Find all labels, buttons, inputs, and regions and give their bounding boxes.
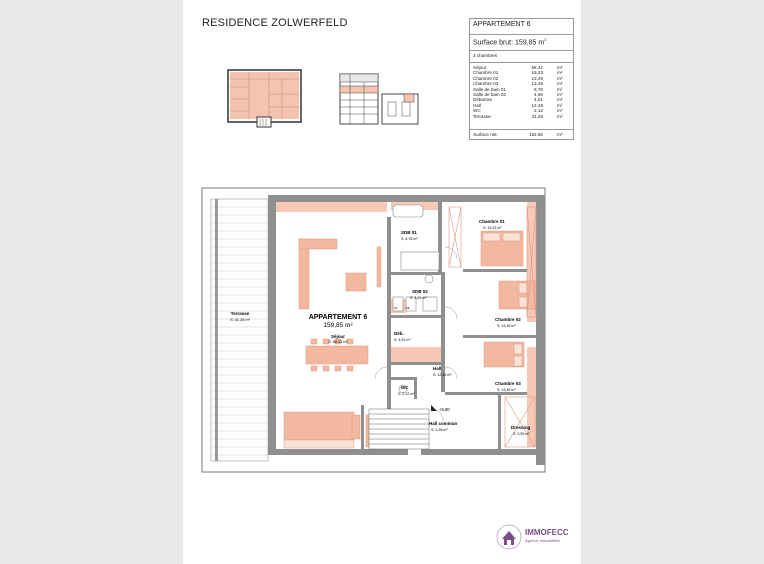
room-name: Terrasse: xyxy=(473,113,492,119)
gross-surface-sup: 2 xyxy=(544,37,547,42)
room-row: Terrasse: 41,26 m² xyxy=(473,114,570,119)
room-area: S: 4,59 m² xyxy=(410,296,427,300)
terrace-area xyxy=(210,198,269,462)
room-area: S: 19,23 m² xyxy=(483,226,502,230)
room-unit: m² xyxy=(557,70,563,76)
room-label: Déb. xyxy=(394,331,404,336)
room-area: S: 13,49 m² xyxy=(497,324,516,328)
room-area: S: 2,28 m² xyxy=(431,428,448,432)
apartment-info-box: APPARTEMENT 6 Surface brut: 159,85 m2 3 … xyxy=(469,18,574,140)
room-name: Débarras xyxy=(473,97,492,103)
room-area: S: 13,45 m² xyxy=(497,388,516,392)
agency-logo: IMMOFECC Agence Immobilière xyxy=(496,521,576,553)
room-name: Chambre 01 xyxy=(473,70,499,76)
gross-surface-value: 159,85 m xyxy=(515,39,545,47)
net-surface-label: Surface net: xyxy=(473,132,498,137)
room-label: SDB 01 xyxy=(401,230,417,235)
room-value: 19,23 xyxy=(531,70,544,76)
room-name: Chambre 02 xyxy=(473,75,499,81)
room-name: WC xyxy=(473,108,481,114)
building-section-thumbnail xyxy=(339,73,419,125)
room-surface-list: Séjour 68,41 m² Chambre 01 19,23 m² Chambre … xyxy=(470,63,573,130)
room-row: Hall 12,49 m² xyxy=(473,103,570,108)
room-name: Salle de bain 02 xyxy=(473,91,506,97)
room-value: 13,45 xyxy=(531,81,544,87)
room-row: Salle de bain 02 4,59 m² xyxy=(473,92,570,97)
room-label: WC xyxy=(401,385,409,390)
room-unit: m² xyxy=(557,91,563,97)
room-area: S: 68,41 m² xyxy=(328,340,348,344)
room-value: 4,01 xyxy=(534,97,543,103)
room-value: 2,12 xyxy=(534,108,543,114)
room-name: Salle de bain 01 xyxy=(473,86,506,92)
room-unit: m² xyxy=(557,108,563,114)
room-value: 68,41 xyxy=(531,65,544,70)
room-name: Séjour xyxy=(473,65,487,70)
room-row: Chambre 01 19,23 m² xyxy=(473,70,570,75)
level-marker: +5,80 xyxy=(439,407,450,412)
logo-graphic: IMMOFECC Agence Immobilière xyxy=(496,524,569,550)
room-area: S: 3,55 m² xyxy=(513,432,530,436)
net-surface-value: 152,56 xyxy=(528,132,543,137)
apartment-surface: 159,85 m² xyxy=(323,322,353,329)
room-unit: m² xyxy=(557,65,563,70)
room-label: Chambre 01 xyxy=(479,219,505,224)
room-area: S: 4,01 m² xyxy=(394,338,411,342)
room-name: Chambre 03 xyxy=(473,81,499,87)
room-value: 12,49 xyxy=(531,102,544,108)
room-label: Hall xyxy=(433,366,441,371)
room-row: Séjour 68,41 m² xyxy=(473,65,570,70)
agency-tagline: Agence Immobilière xyxy=(525,538,561,543)
bedroom-count: 3 chambres xyxy=(470,51,573,63)
project-title: RESIDENCE ZOLWERFELD xyxy=(202,17,348,29)
agency-name: IMMOFECC xyxy=(525,528,569,537)
room-area: S: 8,76 m² xyxy=(401,237,418,241)
room-label: Dressing xyxy=(511,425,531,430)
room-label: Chambre 03 xyxy=(495,381,521,386)
room-area: S: 12,49 m² xyxy=(433,373,452,377)
gross-surface-label: Surface brut: xyxy=(473,39,514,47)
room-value: 8,76 xyxy=(534,86,543,92)
room-unit: m² xyxy=(557,86,563,92)
room-row: Chambre 03 13,45 m² xyxy=(473,81,570,86)
room-unit: m² xyxy=(557,97,563,103)
room-area: S: 41,26 m² xyxy=(230,318,250,322)
room-name: Hall xyxy=(473,102,481,108)
room-unit: m² xyxy=(557,75,563,81)
room-row: WC 2,12 m² xyxy=(473,108,570,113)
room-unit: m² xyxy=(557,102,563,108)
room-value: 41,26 xyxy=(531,113,544,119)
net-surface-unit: m² xyxy=(557,132,563,137)
net-surface: Surface net: 152,56 m² xyxy=(470,130,573,139)
room-area: S: 2,12 m² xyxy=(398,392,415,396)
floor-plan: Terrasse S: 41,26 m² APPARTEMENT 6 159,8… xyxy=(201,187,546,473)
room-row: Chambre 02 13,49 m² xyxy=(473,76,570,81)
room-label: SDB 02 xyxy=(412,289,428,294)
room-label: Hall commun xyxy=(429,421,458,426)
room-label: Chambre 02 xyxy=(495,317,521,322)
dryer-label: ML xyxy=(406,306,410,310)
floor-location-thumbnail xyxy=(227,69,302,128)
room-unit: m² xyxy=(557,113,563,119)
room-value: 13,49 xyxy=(531,75,544,81)
room-value: 4,59 xyxy=(534,91,543,97)
apartment-label: APPARTEMENT 6 xyxy=(309,314,368,321)
room-label: Séjour xyxy=(331,334,345,339)
room-unit: m² xyxy=(557,81,563,87)
room-row: Salle de bain 01 8,76 m² xyxy=(473,87,570,92)
apartment-name: APPARTEMENT 6 xyxy=(470,19,573,35)
plan-sheet: RESIDENCE ZOLWERFELD APPARTEMENT 6 Surfa… xyxy=(183,0,581,564)
washer-label: SL xyxy=(394,306,398,310)
room-row: Débarras 4,01 m² xyxy=(473,97,570,102)
room-label: Terrasse xyxy=(231,311,250,316)
gross-surface: Surface brut: 159,85 m2 xyxy=(470,35,573,51)
